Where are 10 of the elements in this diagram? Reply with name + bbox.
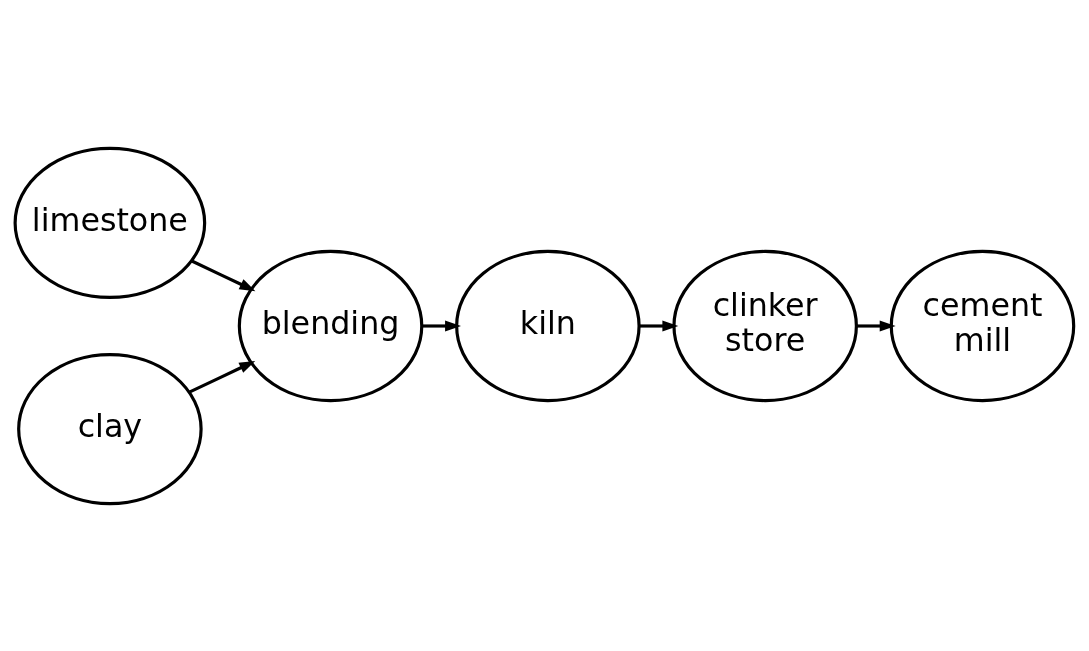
node-ellipse: clinker store bbox=[672, 249, 858, 402]
arrow bbox=[639, 319, 679, 332]
arrow bbox=[856, 319, 896, 332]
arrow bbox=[191, 259, 256, 291]
node-ellipse: limestone bbox=[13, 146, 207, 299]
node-ellipse: kiln bbox=[455, 249, 641, 402]
arrow bbox=[188, 360, 256, 394]
arrow bbox=[422, 319, 461, 332]
node-ellipse: clay bbox=[17, 352, 203, 505]
node-ellipse: cement mill bbox=[889, 249, 1076, 402]
